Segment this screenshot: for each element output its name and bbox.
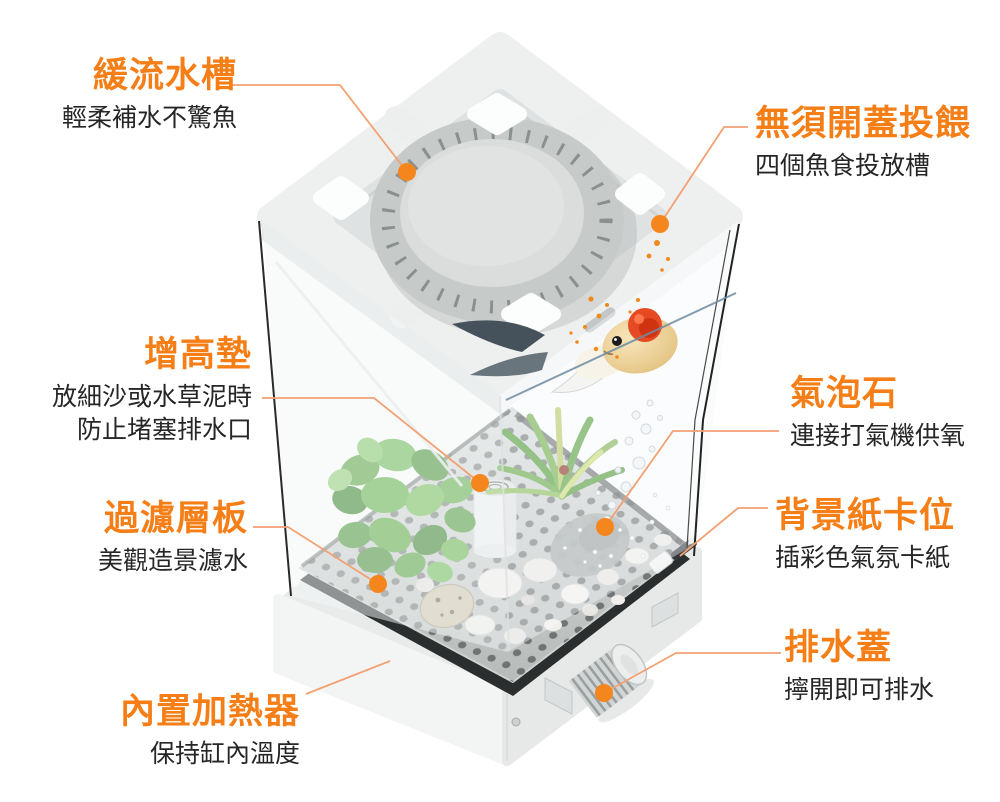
line-drain-cap	[603, 652, 781, 694]
callout-riser-pad: 增高墊 放細沙或水草泥時 防止堵塞排水口	[28, 333, 252, 446]
water-droplets	[562, 492, 671, 569]
dot-drain-cap	[595, 684, 613, 702]
feeder-dial	[370, 117, 637, 336]
callout-title: 內置加熱器	[119, 692, 300, 731]
callout-air-stone: 氣泡石 連接打氣機供氧	[790, 372, 965, 452]
callout-desc: 放細沙或水草泥時	[51, 383, 252, 411]
callout-slow-flow-trough: 緩流水槽 輕柔補水不驚魚	[28, 54, 237, 134]
callout-title: 增高墊	[143, 335, 252, 374]
callout-desc: 美觀造景濾水	[97, 547, 248, 575]
air-bubbles	[595, 399, 663, 523]
food-slots	[313, 93, 665, 335]
dot-air-stone	[596, 518, 614, 536]
callout-desc: 保持缸內溫度	[149, 740, 300, 768]
callout-no-open-feeding: 無須開蓋投餵 四個魚食投放槽	[755, 102, 971, 182]
callout-title: 過濾層板	[103, 499, 248, 538]
callout-desc: 防止堵塞排水口	[76, 416, 252, 444]
callout-background-card-slot: 背景紙卡位 插彩色氣氛卡紙	[775, 494, 955, 574]
dot-riser-pad	[471, 474, 489, 492]
line-riser-pad	[262, 397, 481, 484]
callout-title: 緩流水槽	[92, 56, 237, 95]
food-specks	[569, 240, 670, 359]
callout-title: 無須開蓋投餵	[755, 104, 972, 143]
callout-desc: 四個魚食投放槽	[755, 152, 931, 180]
callout-desc: 輕柔補水不驚魚	[61, 104, 237, 132]
line-air-stone	[604, 430, 779, 528]
glass-tank	[258, 220, 740, 652]
callout-title: 氣泡石	[790, 374, 899, 413]
callout-title: 背景紙卡位	[775, 496, 956, 535]
line-filter-plate	[253, 526, 379, 585]
dot-filter-plate	[369, 575, 387, 593]
callout-filter-plate: 過濾層板 美觀造景濾水	[28, 497, 248, 577]
base-notch	[544, 677, 573, 715]
waterline	[505, 292, 737, 401]
dot-feeder	[398, 163, 416, 181]
clip-tab	[648, 550, 674, 574]
line-background-card	[679, 507, 768, 557]
base-notch	[651, 592, 679, 628]
line-slow-flow	[231, 84, 408, 173]
callout-drain-cap: 排水蓋 擰開即可排水	[784, 626, 934, 706]
lid	[257, 32, 743, 414]
callout-desc: 連接打氣機供氧	[790, 422, 966, 450]
callout-lines	[231, 84, 781, 695]
line-no-open-feeding	[659, 126, 748, 225]
lid-slot	[584, 307, 616, 333]
callout-desc: 擰開即可排水	[784, 676, 935, 704]
screw	[511, 717, 521, 727]
callout-built-in-heater: 內置加熱器 保持缸內溫度	[58, 690, 300, 770]
line-heater	[305, 660, 391, 695]
dot-food-slot	[651, 215, 669, 233]
callout-desc: 插彩色氣氛卡紙	[775, 544, 951, 572]
callout-title: 排水蓋	[784, 628, 893, 667]
goldfish	[452, 308, 678, 394]
callout-dots	[369, 163, 669, 702]
